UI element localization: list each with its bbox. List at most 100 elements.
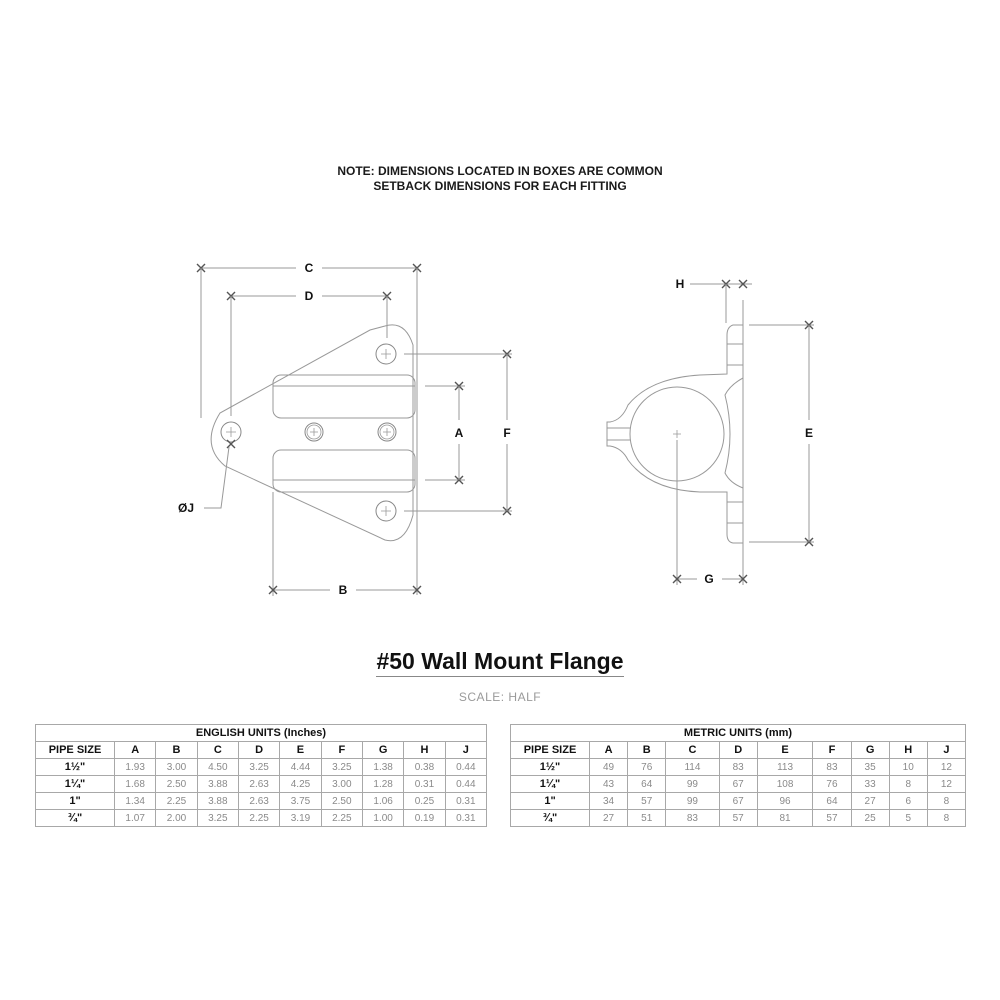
col-header: B bbox=[627, 741, 667, 759]
cell: 2.00 bbox=[155, 809, 198, 827]
pipe-size: ¾" bbox=[35, 809, 115, 827]
table-header-row: PIPE SIZE A B C D E F G H J bbox=[510, 741, 967, 759]
cell: 3.88 bbox=[196, 775, 239, 793]
cell: 27 bbox=[588, 809, 629, 827]
pipe-size: 1¼" bbox=[510, 775, 590, 793]
dim-label-a: A bbox=[455, 426, 464, 440]
cell: 114 bbox=[665, 758, 720, 776]
dim-label-h: H bbox=[676, 277, 685, 291]
cell: 12 bbox=[926, 758, 967, 776]
table-row: 1½" 1.93 3.00 4.50 3.25 4.44 3.25 1.38 0… bbox=[35, 758, 488, 776]
cell: 34 bbox=[588, 792, 629, 810]
dim-label-c: C bbox=[305, 261, 314, 275]
pipe-size: 1" bbox=[35, 792, 115, 810]
cell: 0.38 bbox=[403, 758, 446, 776]
dim-label-b: B bbox=[339, 583, 348, 597]
cell: 76 bbox=[812, 775, 852, 793]
col-header: D bbox=[718, 741, 758, 759]
cell: 6 bbox=[888, 792, 928, 810]
cell: 3.00 bbox=[155, 758, 198, 776]
cell: 8 bbox=[926, 809, 967, 827]
cell: 2.63 bbox=[237, 775, 281, 793]
cell: 1.28 bbox=[361, 775, 405, 793]
cell: 1.93 bbox=[113, 758, 157, 776]
cell: 83 bbox=[718, 758, 758, 776]
cell: 83 bbox=[812, 758, 852, 776]
cell: 4.44 bbox=[279, 758, 322, 776]
cell: 0.31 bbox=[403, 775, 446, 793]
cell: 8 bbox=[926, 792, 967, 810]
col-header: E bbox=[279, 741, 322, 759]
cell: 67 bbox=[718, 775, 758, 793]
col-header: G bbox=[361, 741, 405, 759]
cell: 35 bbox=[850, 758, 890, 776]
cell: 1.07 bbox=[113, 809, 157, 827]
cell: 4.25 bbox=[279, 775, 322, 793]
cell: 4.50 bbox=[196, 758, 239, 776]
col-header: C bbox=[665, 741, 720, 759]
cell: 43 bbox=[588, 775, 629, 793]
table-caption: METRIC UNITS (mm) bbox=[510, 724, 966, 742]
cell: 3.25 bbox=[237, 758, 281, 776]
col-header: F bbox=[320, 741, 363, 759]
cell: 113 bbox=[756, 758, 814, 776]
col-header: D bbox=[237, 741, 281, 759]
cell: 96 bbox=[756, 792, 814, 810]
cell: 57 bbox=[627, 792, 667, 810]
dim-label-g: G bbox=[704, 572, 713, 586]
cell: 10 bbox=[888, 758, 928, 776]
pipe-size: 1¼" bbox=[35, 775, 115, 793]
col-header: H bbox=[888, 741, 928, 759]
cell: 99 bbox=[665, 775, 720, 793]
pipe-size: ¾" bbox=[510, 809, 590, 827]
scale-label: SCALE: HALF bbox=[458, 690, 542, 704]
cell: 0.25 bbox=[403, 792, 446, 810]
cell: 3.25 bbox=[320, 758, 363, 776]
table-row: ¾" 1.07 2.00 3.25 2.25 3.19 2.25 1.00 0.… bbox=[35, 809, 488, 827]
table-caption: ENGLISH UNITS (Inches) bbox=[35, 724, 487, 742]
cell: 3.25 bbox=[196, 809, 239, 827]
table-row: 1½" 49 76 114 83 113 83 35 10 12 bbox=[510, 758, 967, 776]
metric-units-table: METRIC UNITS (mm) PIPE SIZE A B C D E F … bbox=[510, 724, 967, 827]
table-row: 1" 34 57 99 67 96 64 27 6 8 bbox=[510, 792, 967, 810]
cell: 3.88 bbox=[196, 792, 239, 810]
cell: 57 bbox=[718, 809, 758, 827]
col-header: C bbox=[196, 741, 239, 759]
cell: 0.44 bbox=[444, 758, 488, 776]
cell: 5 bbox=[888, 809, 928, 827]
col-header: J bbox=[926, 741, 967, 759]
cell: 64 bbox=[812, 792, 852, 810]
cell: 3.75 bbox=[279, 792, 322, 810]
table-row: 1¼" 43 64 99 67 108 76 33 8 12 bbox=[510, 775, 967, 793]
cell: 0.31 bbox=[444, 809, 488, 827]
table-row: 1" 1.34 2.25 3.88 2.63 3.75 2.50 1.06 0.… bbox=[35, 792, 488, 810]
dim-label-f: F bbox=[503, 426, 510, 440]
dim-label-j: ØJ bbox=[178, 501, 194, 515]
cell: 64 bbox=[627, 775, 667, 793]
pipe-size: 1½" bbox=[510, 758, 590, 776]
cell: 1.34 bbox=[113, 792, 157, 810]
cell: 67 bbox=[718, 792, 758, 810]
cell: 81 bbox=[756, 809, 814, 827]
cell: 108 bbox=[756, 775, 814, 793]
cell: 0.44 bbox=[444, 775, 488, 793]
side-view: H E G bbox=[606, 277, 814, 586]
col-header: J bbox=[444, 741, 488, 759]
pipe-size: 1½" bbox=[35, 758, 115, 776]
pipe-size: 1" bbox=[510, 792, 590, 810]
col-header: A bbox=[113, 741, 157, 759]
cell: 83 bbox=[665, 809, 720, 827]
col-header: E bbox=[756, 741, 814, 759]
col-header: A bbox=[588, 741, 629, 759]
cell: 3.00 bbox=[320, 775, 363, 793]
cell: 25 bbox=[850, 809, 890, 827]
table-header-row: PIPE SIZE A B C D E F G H J bbox=[35, 741, 488, 759]
english-units-table: ENGLISH UNITS (Inches) PIPE SIZE A B C D… bbox=[35, 724, 488, 827]
cell: 2.63 bbox=[237, 792, 281, 810]
technical-drawing: C D A F B ØJ bbox=[178, 261, 814, 597]
dim-label-d: D bbox=[305, 289, 314, 303]
cell: 1.68 bbox=[113, 775, 157, 793]
cell: 0.31 bbox=[444, 792, 488, 810]
note-line-1: NOTE: DIMENSIONS LOCATED IN BOXES ARE CO… bbox=[337, 164, 663, 178]
cell: 76 bbox=[627, 758, 667, 776]
